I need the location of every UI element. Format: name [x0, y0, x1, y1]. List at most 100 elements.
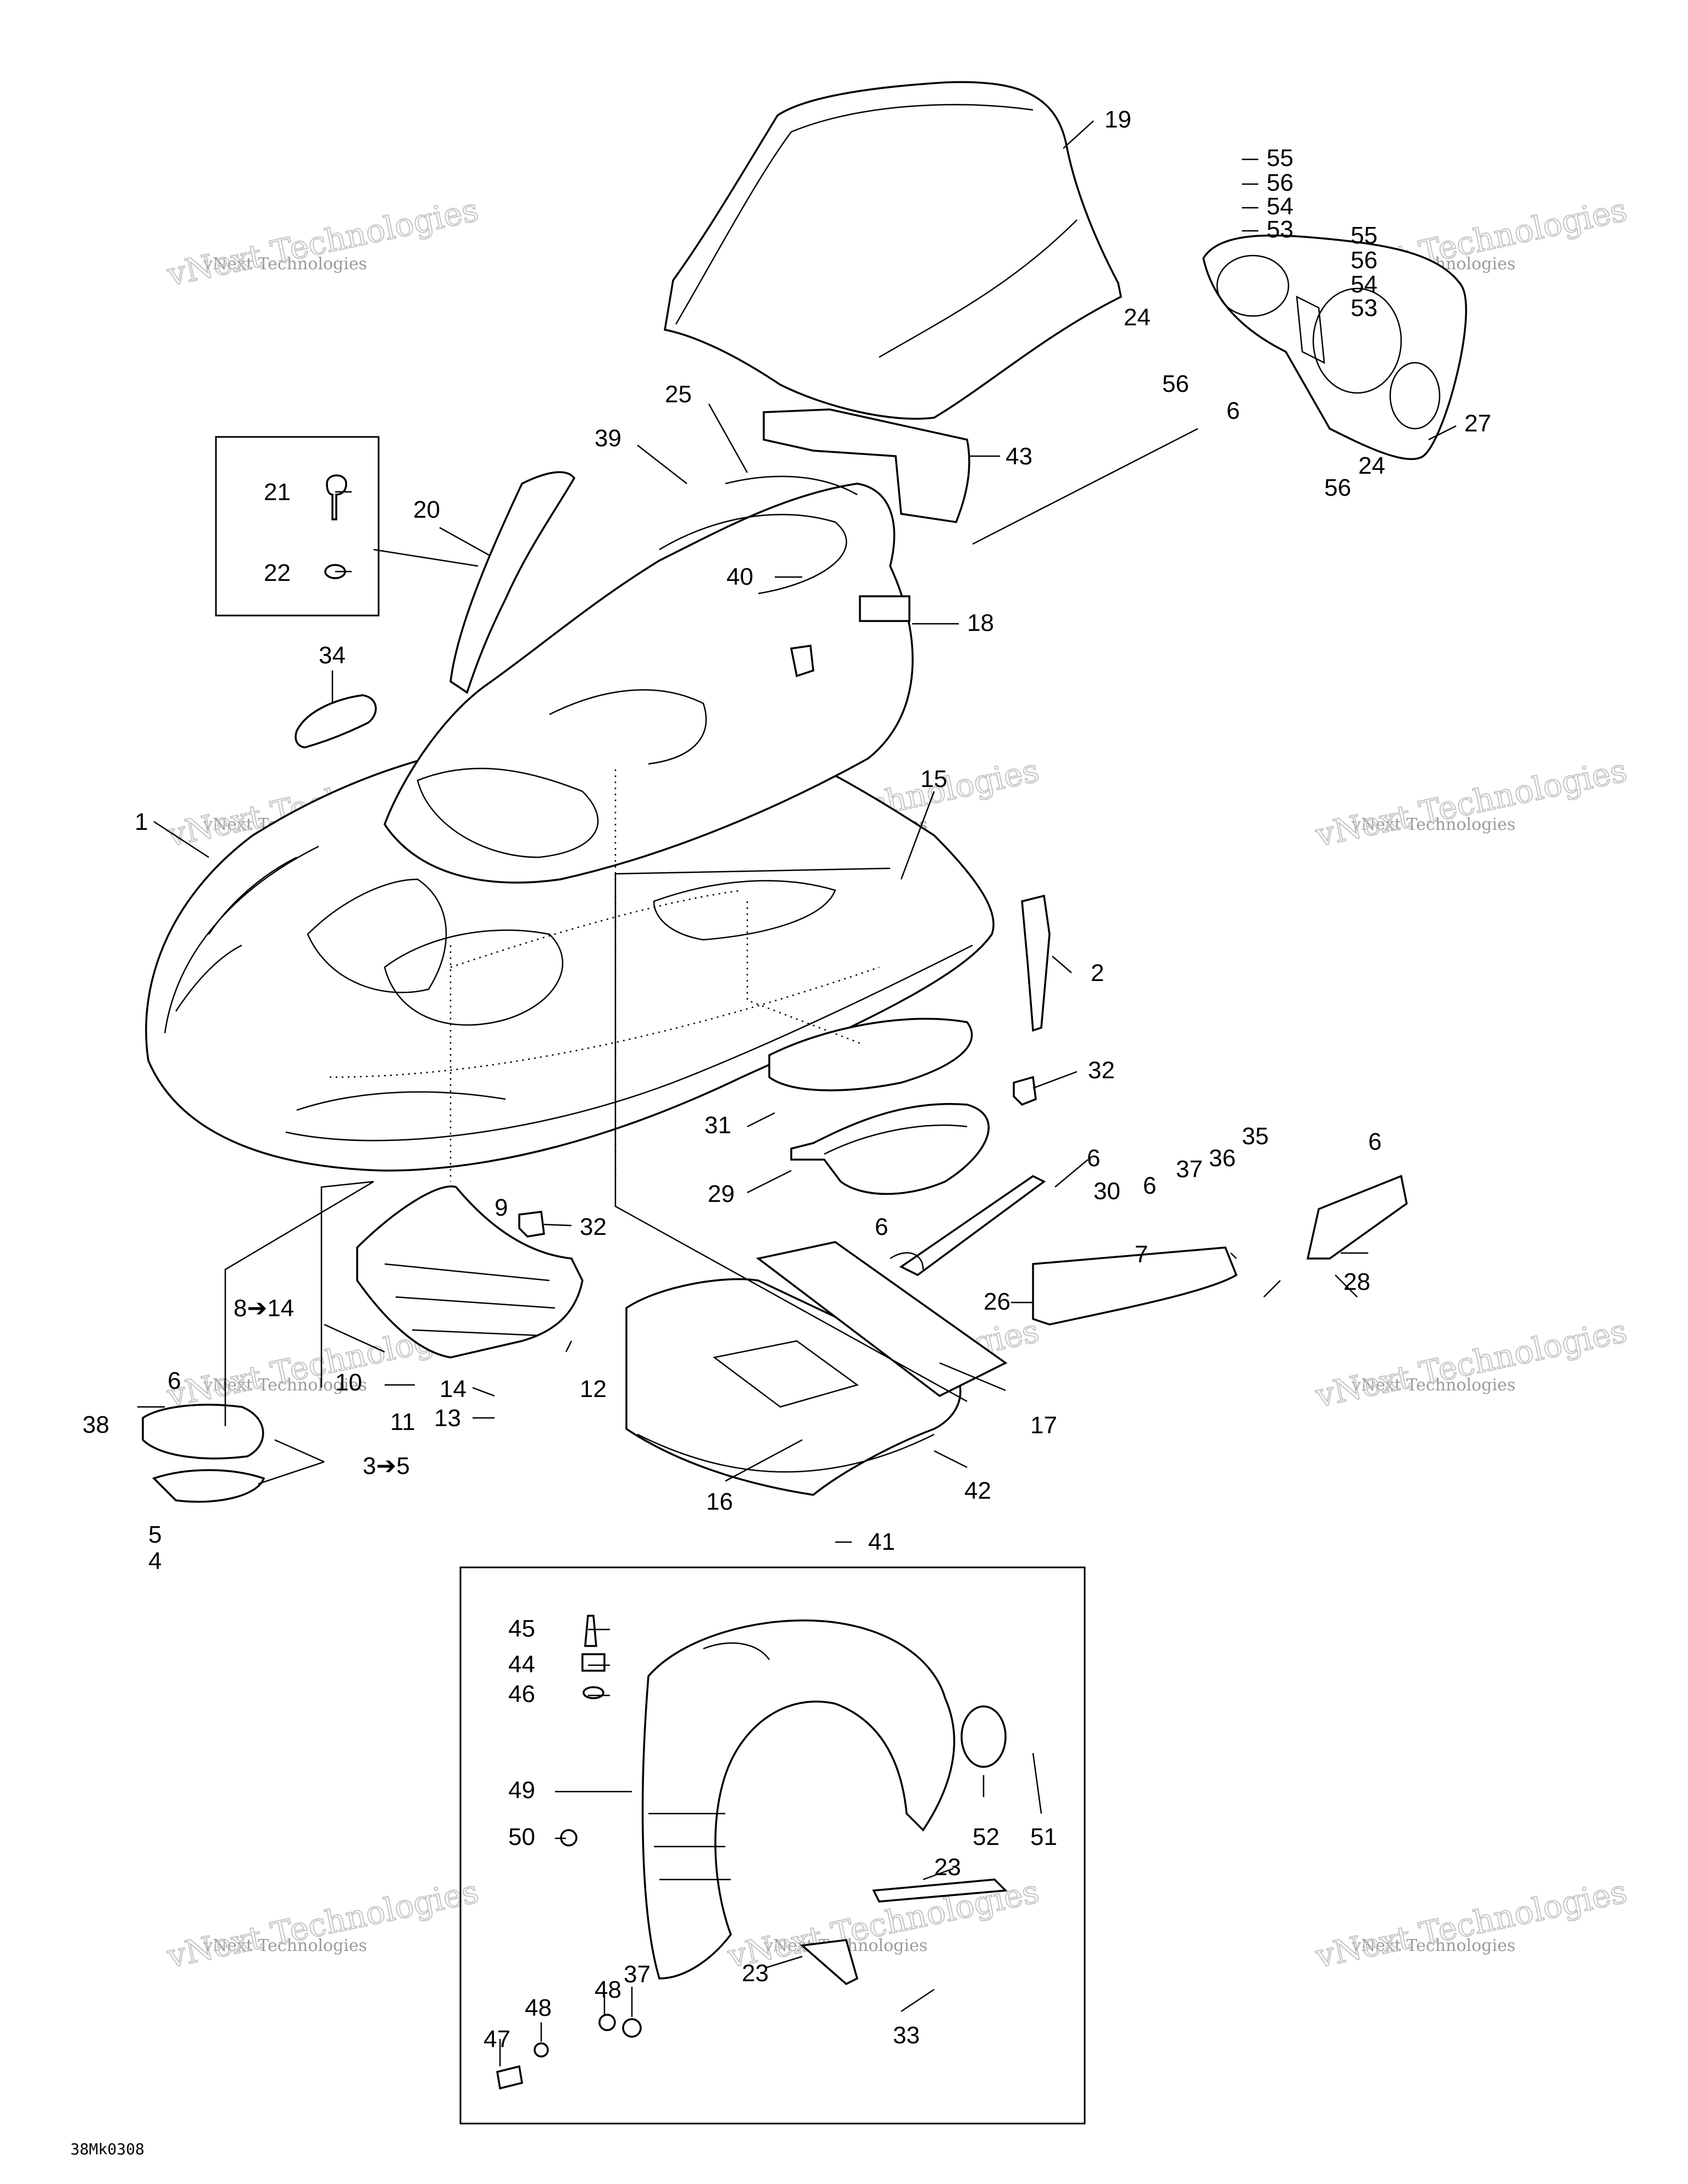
watermark-line2: vNext Technologies: [164, 1872, 482, 1975]
callout-13: 13: [434, 1405, 461, 1432]
floor-plates-part: [142, 1404, 265, 1503]
callout-23a: 23: [934, 1854, 961, 1881]
callout-6f: 6: [168, 1367, 181, 1394]
callout-19: 19: [1104, 106, 1131, 133]
grille-part: [356, 1185, 584, 1359]
drawing-code: 38Mk0308: [70, 2140, 145, 2158]
rail-part: [1032, 1174, 1408, 1326]
callout-5: 5: [148, 1521, 162, 1548]
watermark-line1: vNext Technologies: [1351, 1936, 1515, 1955]
callout-24a: 24: [1124, 304, 1151, 331]
watermark-line2: vNext Technologies: [1312, 1312, 1630, 1415]
callout-36: 36: [1209, 1145, 1236, 1172]
watermark-line1: vNext Technologies: [203, 1936, 367, 1955]
callout-49: 49: [508, 1777, 535, 1804]
callout-39: 39: [595, 425, 621, 452]
callout-11: 11: [390, 1409, 415, 1435]
callout-48b: 48: [525, 1994, 552, 2021]
callout-10: 10: [335, 1369, 362, 1396]
callout-54b: 54: [1351, 271, 1378, 298]
callout-56d: 56: [1324, 474, 1351, 501]
watermark-line2: vNext Technologies: [1312, 1872, 1630, 1975]
watermark-line1: vNext Technologies: [203, 1376, 367, 1395]
callout-52: 52: [973, 1823, 1000, 1850]
callout-41: 41: [868, 1528, 895, 1555]
callout-23b: 23: [742, 1960, 769, 1987]
callout-37b: 37: [624, 1961, 651, 1988]
callout-44: 44: [508, 1651, 535, 1678]
callout-21: 21: [264, 479, 291, 506]
callout-54a: 54: [1267, 193, 1293, 220]
callout-46: 46: [508, 1681, 535, 1708]
storage-lid-part: [768, 1018, 990, 1195]
callout-37a: 37: [1176, 1156, 1203, 1183]
callout-55b: 55: [1351, 222, 1378, 249]
callout-6a: 6: [1226, 397, 1240, 424]
handle-part: [295, 694, 377, 749]
callout-24b: 24: [1358, 452, 1385, 479]
callout-38: 38: [82, 1411, 109, 1438]
callout-25: 25: [665, 381, 692, 408]
callout-9: 9: [495, 1194, 508, 1221]
callout-29: 29: [708, 1180, 735, 1207]
watermark-line2: vNext Technologies: [1312, 751, 1630, 854]
callout-56c: 56: [1162, 370, 1189, 397]
callout-43: 43: [1006, 443, 1032, 470]
bracket-part: [1021, 894, 1051, 1032]
callout-16: 16: [706, 1488, 733, 1515]
callout-30: 30: [1093, 1178, 1120, 1205]
clip-part: [518, 1076, 1037, 1238]
watermark-line1: vNext Technologies: [203, 254, 367, 274]
windshield-part: [663, 81, 1122, 420]
callout-15: 15: [920, 766, 947, 792]
callout-4: 4: [148, 1548, 162, 1575]
callout-50: 50: [508, 1823, 535, 1850]
rod-part: [890, 1174, 1046, 1277]
storage-box-part: [625, 1241, 1008, 1496]
console-part: [384, 475, 914, 884]
callout-1: 1: [135, 808, 148, 835]
watermark-line1: vNext Technologies: [1351, 1376, 1515, 1395]
callout-27: 27: [1464, 410, 1491, 437]
callout-55a: 55: [1267, 145, 1293, 171]
callout-8-14: 8➔14: [234, 1295, 294, 1322]
callout-56a: 56: [1267, 169, 1293, 196]
callout-32a: 32: [1088, 1057, 1115, 1084]
callout-32b: 32: [580, 1213, 607, 1240]
callout-3-5: 3➔5: [363, 1453, 410, 1479]
instrument-panel-part: [1202, 234, 1467, 461]
callout-17: 17: [1030, 1412, 1057, 1439]
callout-26: 26: [984, 1288, 1010, 1315]
leader-lines: [137, 120, 1457, 2066]
watermark-line1: vNext Technologies: [1351, 815, 1515, 834]
callout-2: 2: [1091, 960, 1104, 986]
callout-12: 12: [580, 1376, 607, 1403]
callout-40: 40: [726, 563, 753, 590]
watermark-line2: vNext Technologies: [164, 191, 482, 293]
callout-33: 33: [893, 2022, 920, 2049]
callout-14: 14: [440, 1376, 467, 1403]
callout-6c: 6: [1368, 1128, 1381, 1155]
callout-35: 35: [1242, 1123, 1269, 1150]
callout-28: 28: [1343, 1268, 1370, 1295]
callout-18: 18: [967, 609, 994, 636]
callout-42: 42: [964, 1477, 991, 1504]
callout-53b: 53: [1351, 295, 1378, 321]
callout-22: 22: [264, 559, 291, 586]
callout-56b: 56: [1351, 247, 1378, 274]
trim-parts: [763, 408, 970, 678]
callout-7: 7: [1135, 1241, 1148, 1268]
callout-34: 34: [319, 642, 346, 669]
inset-box-21-22: [215, 436, 380, 617]
callout-20: 20: [413, 496, 440, 523]
callout-6e: 6: [875, 1213, 888, 1240]
inset-box-lower: [459, 1566, 1086, 2125]
callout-47: 47: [484, 2026, 510, 2053]
callout-6d: 6: [1143, 1172, 1156, 1199]
callout-51: 51: [1030, 1823, 1057, 1850]
callout-31: 31: [704, 1112, 731, 1139]
callout-45: 45: [508, 1615, 535, 1642]
callout-48a: 48: [595, 1976, 621, 2003]
